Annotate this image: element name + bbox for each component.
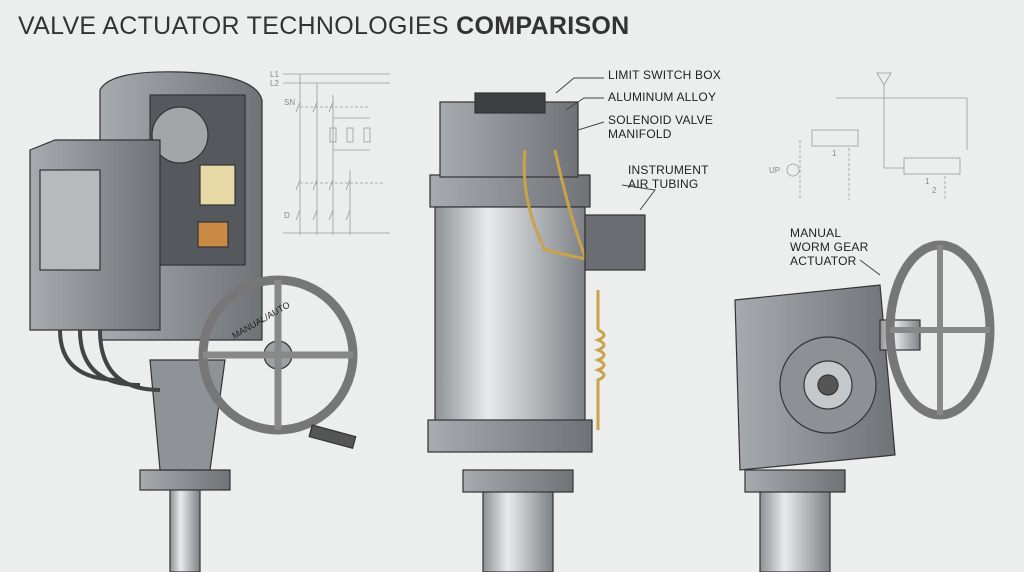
pneumatic-schematic [786,72,968,200]
callout-aluminum-alloy: ALUMINUM ALLOY [608,90,717,104]
electric-actuator [29,71,358,572]
callout-leaders [555,77,881,276]
schematic-port-1b: 1 [925,177,930,186]
schematic-label-d: D [284,211,290,220]
schematic-label-sn: SN [284,98,295,107]
callout-manual-worm-gear-actuator: MANUAL WORM GEAR ACTUATOR [790,226,869,268]
schematic-label-l2: L2 [270,79,279,88]
callout-limit-switch-box: LIMIT SWITCH BOX [608,68,721,82]
schematic-port-2: 2 [932,186,937,195]
manual-worm-gear-actuator [734,240,995,572]
callout-instrument-air-tubing: INSTRUMENT AIR TUBING [628,163,709,191]
callout-solenoid-valve-manifold: SOLENOID VALVE MANIFOLD [608,113,714,141]
page-title: VALVE ACTUATOR TECHNOLOGIES COMPARISON [18,12,630,40]
schematic-label-up: UP [769,166,780,175]
schematic-port-1a: 1 [832,149,837,158]
pneumatic-actuator [427,92,646,572]
electrical-schematic [283,73,390,235]
schematic-label-l1: L1 [270,70,279,79]
